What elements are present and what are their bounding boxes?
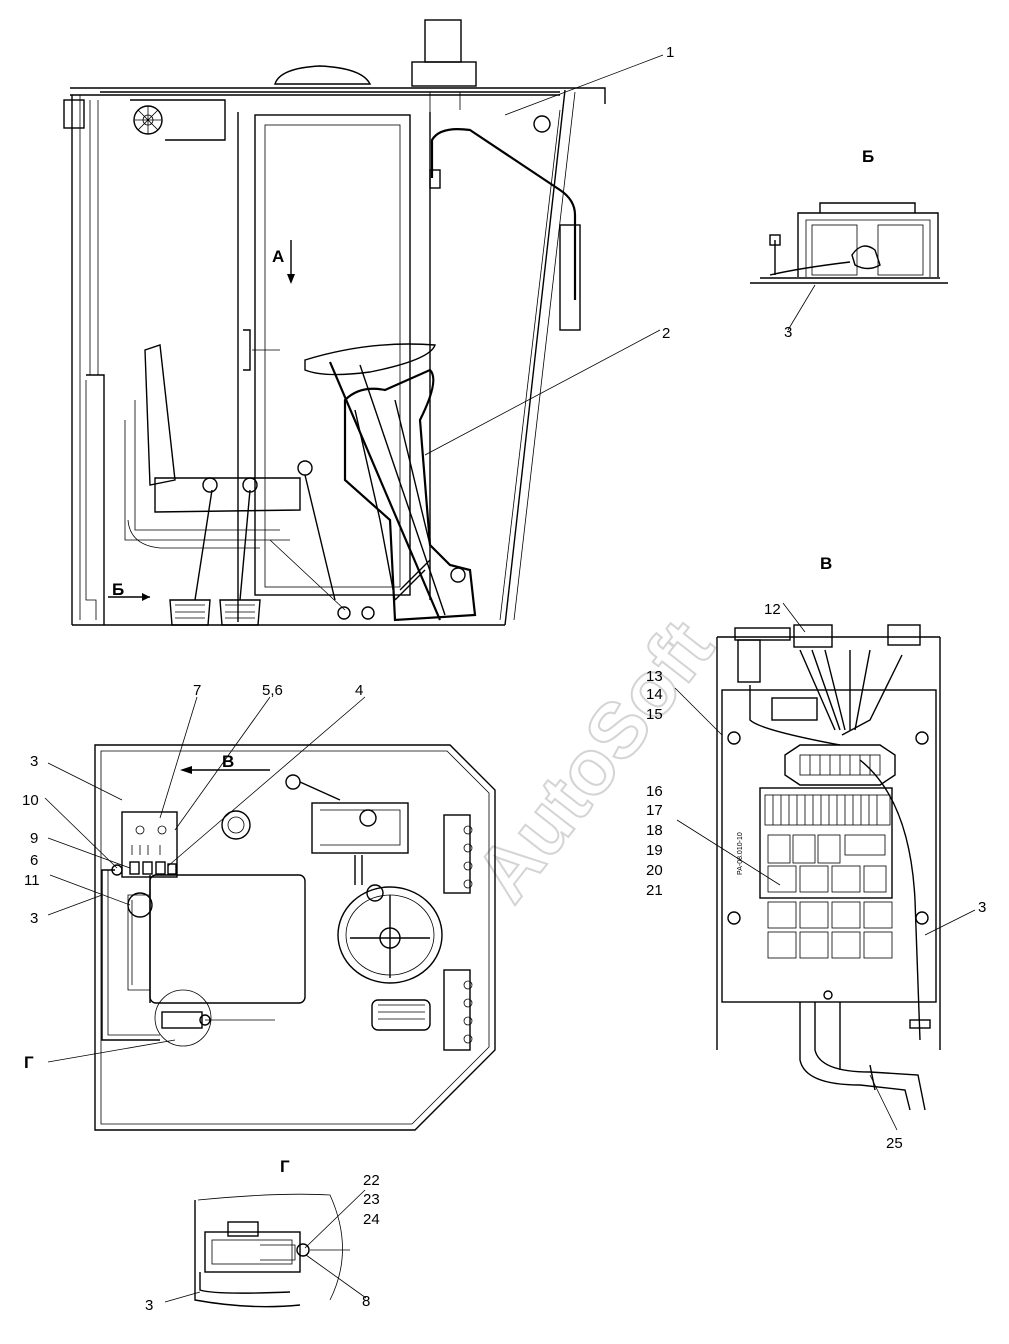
callout-3-top: 3 <box>30 753 38 770</box>
callout-24: 24 <box>363 1211 380 1228</box>
callout-6: 6 <box>30 852 38 869</box>
view-b-detail <box>750 202 948 284</box>
callout-4: 4 <box>355 682 363 699</box>
callout-11: 11 <box>24 872 40 889</box>
callout-3-side: 3 <box>30 910 38 927</box>
roof-vent <box>274 65 372 85</box>
callout-17: 17 <box>646 802 663 819</box>
callout-10: 10 <box>22 792 39 809</box>
view-letter-v-arrow: В <box>222 752 234 771</box>
relay-grid <box>767 901 893 959</box>
steering-column <box>343 368 477 622</box>
callout-16: 16 <box>646 783 663 800</box>
view-g-detail <box>194 1193 350 1308</box>
leader-lines <box>44 54 976 1303</box>
view-letter-b-title: Б <box>862 147 874 166</box>
callout-1: 1 <box>666 44 674 61</box>
callout-5-6: 5,6 <box>262 682 283 699</box>
accelerator-pedal <box>371 999 431 1031</box>
callout-21: 21 <box>646 882 663 899</box>
callout-2: 2 <box>662 325 670 342</box>
callout-25: 25 <box>886 1135 903 1152</box>
callout-labels: 1 2 3 7 5,6 4 3 10 9 6 11 3 12 13 14 15 … <box>22 44 986 1314</box>
callout-14: 14 <box>646 686 663 703</box>
callout-3-view-v: 3 <box>978 899 986 916</box>
watermark: AutoSoft <box>458 604 730 918</box>
fuse-panel-plate <box>721 689 937 1003</box>
grab-rail <box>430 128 577 300</box>
callout-20: 20 <box>646 862 663 879</box>
callout-23: 23 <box>363 1191 380 1208</box>
callout-3-view-b: 3 <box>784 324 792 341</box>
view-letter-g-mark: Г <box>24 1053 34 1072</box>
fuse-block <box>759 787 893 899</box>
callout-7: 7 <box>193 682 201 699</box>
view-letter-v-title: В <box>820 554 832 573</box>
seat-back <box>144 344 176 486</box>
callout-18: 18 <box>646 822 663 839</box>
callout-13: 13 <box>646 668 663 685</box>
view-letter-g-title: Г <box>280 1157 290 1176</box>
panel-marking: РА-08.010-10 <box>737 832 744 875</box>
view-letters: А Б Б В В Г Г <box>24 147 874 1176</box>
seat-cushion <box>154 477 301 513</box>
view-v-fuse-panel: РА-08.010-10 <box>716 624 941 1111</box>
callout-19: 19 <box>646 842 663 859</box>
front-control-unit <box>311 802 409 854</box>
callout-22: 22 <box>363 1172 380 1189</box>
cab-side-view <box>63 19 606 626</box>
callout-3-view-g: 3 <box>145 1297 153 1314</box>
view-letter-a: А <box>272 247 284 266</box>
view-letter-b-arrow: Б <box>112 580 124 599</box>
callout-9: 9 <box>30 830 38 847</box>
beacon-lamp <box>424 19 462 63</box>
callout-12: 12 <box>764 601 781 618</box>
steering-wheel-plan <box>337 886 443 984</box>
callout-8: 8 <box>362 1293 370 1310</box>
floor-plan-view <box>94 744 496 1131</box>
steering-wheel <box>304 343 436 376</box>
callout-15: 15 <box>646 706 663 723</box>
